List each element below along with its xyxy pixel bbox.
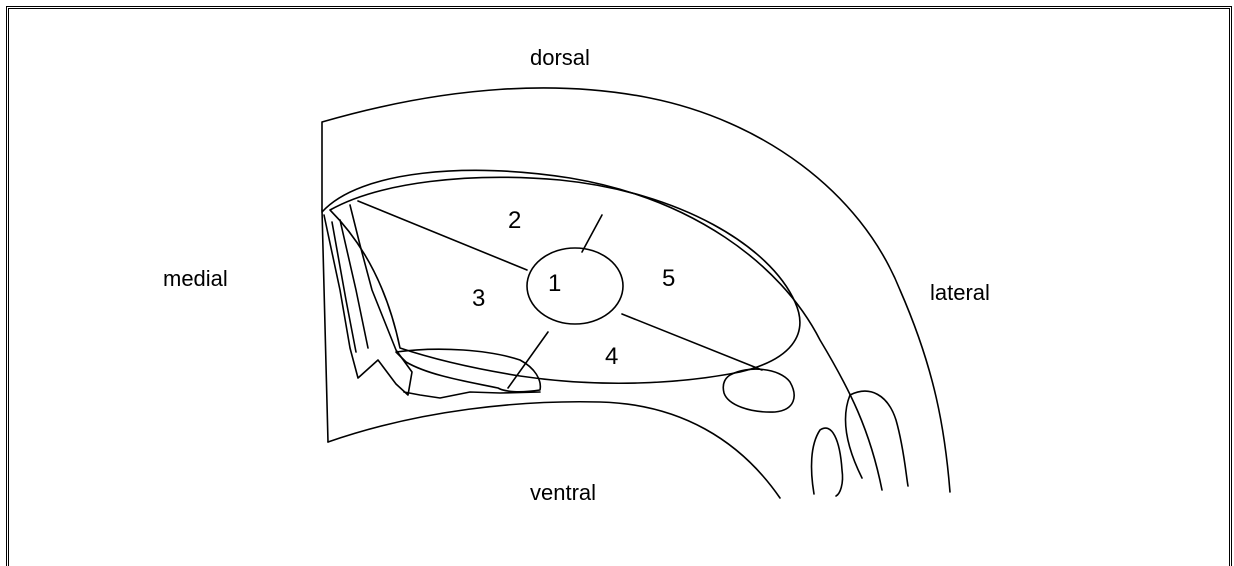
divider-4-5 — [622, 314, 762, 370]
main-chamber — [330, 177, 800, 383]
lateral-lobe-2 — [812, 428, 843, 496]
outer-wall-inner-edge — [322, 170, 882, 490]
medial-fold-2 — [332, 220, 368, 352]
lateral-label: lateral — [930, 280, 990, 306]
medial-label: medial — [163, 266, 228, 292]
ventral-label: ventral — [530, 480, 596, 506]
region-1-ellipse — [527, 248, 623, 324]
region-label-3: 3 — [472, 285, 485, 313]
region-label-2: 2 — [508, 207, 521, 235]
divider-2-3 — [358, 201, 527, 270]
divider-2-5 — [582, 215, 602, 252]
region-label-5: 5 — [662, 265, 675, 293]
region-label-4: 4 — [605, 343, 618, 371]
medial-edge — [322, 210, 328, 442]
medial-fold-3 — [404, 392, 540, 398]
outer-wall-outer-edge — [322, 88, 950, 492]
region-label-1: 1 — [548, 270, 561, 298]
dorsal-label: dorsal — [530, 45, 590, 71]
lower-body — [396, 349, 540, 392]
lateral-small-oval — [723, 369, 794, 412]
medial-fold-1 — [324, 205, 412, 395]
